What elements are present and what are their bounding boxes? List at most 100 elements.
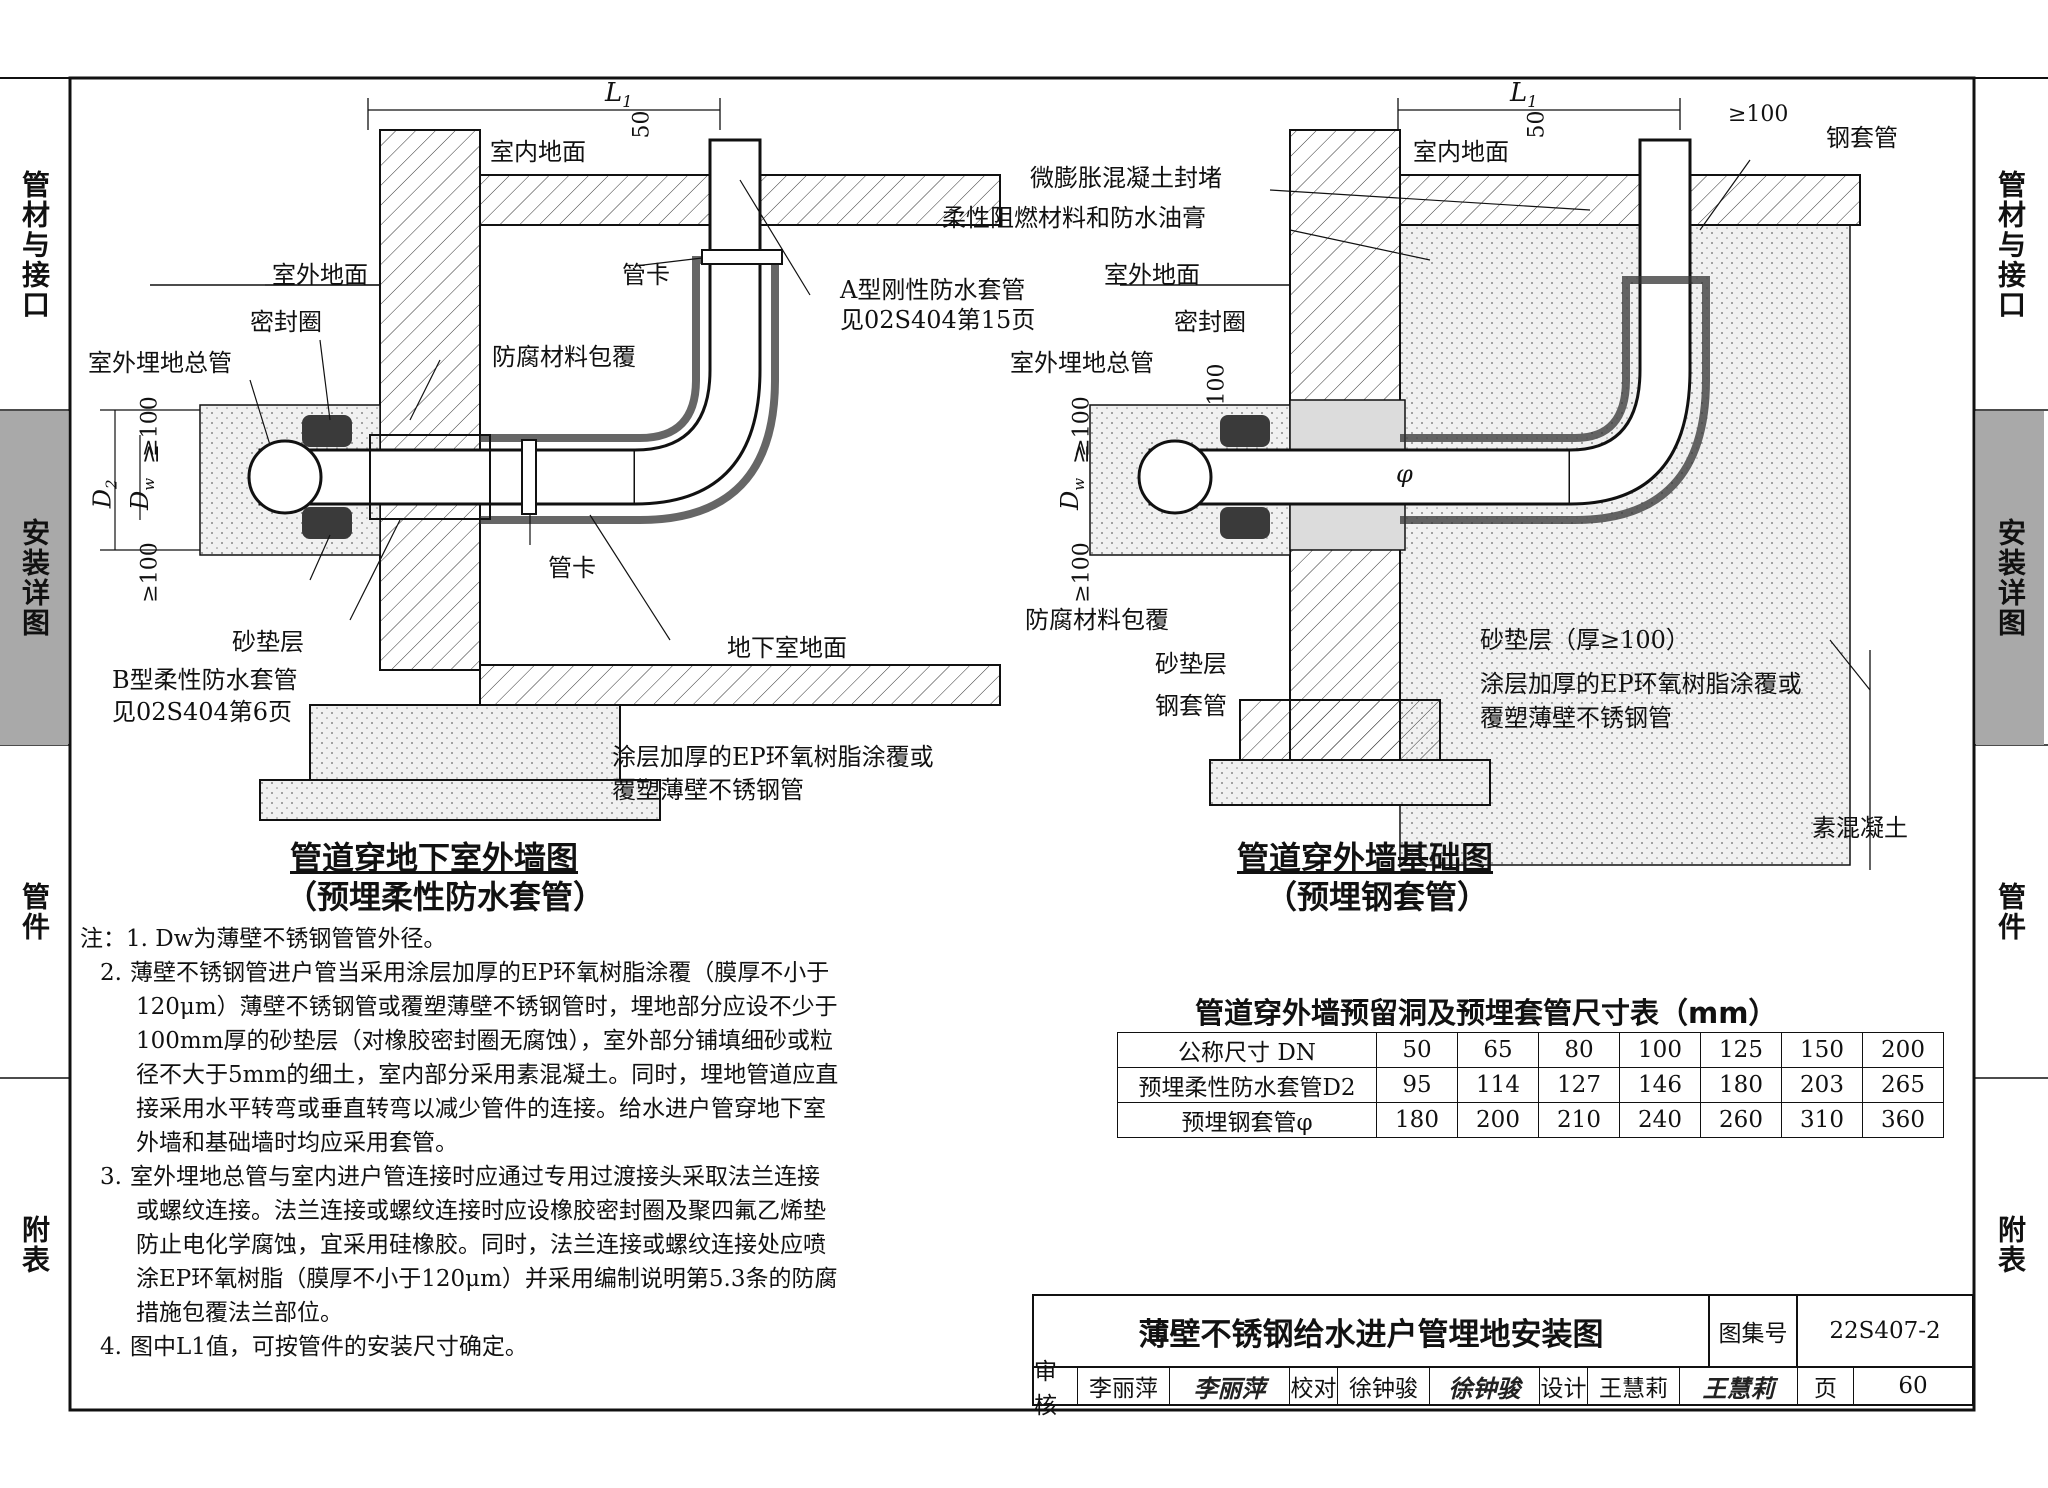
note-4: 4.图中L1值，可按管件的安装尺寸确定。 <box>80 1330 1020 1364</box>
table-header-cell: 预埋钢套管φ <box>1117 1102 1377 1138</box>
table-cell: 203 <box>1781 1067 1863 1103</box>
side-tab-label: 管件 <box>18 882 51 942</box>
left-dim-ge100-bottom: ≥100 <box>137 542 163 603</box>
indoor-floor-slab-right <box>1399 174 1861 226</box>
basement-floor-slab <box>479 664 1001 706</box>
size-table-title: 管道穿外墙预留洞及预埋套管尺寸表（mm） <box>1195 996 1778 1030</box>
checker-name: 徐钟骏 <box>1338 1368 1430 1404</box>
note-2: 2. 薄壁不锈钢管进户管当采用涂层加厚的EP环氧树脂涂覆（膜厚不小于 <box>80 956 1020 990</box>
atlas-number: 22S407-2 <box>1798 1296 1972 1368</box>
side-tab-label: 安装详图 <box>1994 518 2027 638</box>
note-3: 3.室外埋地总管与室内进户管连接时应通过专用过渡接头采取法兰连接 <box>80 1160 1020 1194</box>
table-cell: 180 <box>1700 1067 1782 1103</box>
right-dim-50: 50 <box>1524 110 1550 139</box>
left-label-seal-ring: 密封圈 <box>250 308 322 336</box>
side-tab-left-pipe-materials[interactable]: 管材与接口 <box>0 80 68 410</box>
left-dim-dw: Dw <box>126 477 158 510</box>
right-label-steel-sleeve: 钢套管 <box>1826 124 1898 152</box>
table-cell: 50 <box>1376 1032 1458 1068</box>
left-label-indoor-floor: 室内地面 <box>490 138 586 166</box>
right-dim-ge100-top-left: ≥100 <box>1069 396 1095 457</box>
right-label-steel-sleeve-2: 钢套管 <box>1155 692 1227 720</box>
note-2-line: 100mm厚的砂垫层（对橡胶密封圈无腐蚀），室外部分铺填细砂或粒 <box>136 1028 834 1054</box>
left-label-a-sleeve-1: A型刚性防水套管 <box>840 276 1026 304</box>
side-tab-label: 管件 <box>1994 882 2027 942</box>
reviewer-signature: 李丽萍 <box>1170 1368 1290 1404</box>
note-2-line: 接采用水平转弯或垂直转弯以减少管件的连接。给水进户管穿地下室 <box>136 1096 826 1122</box>
left-label-coating-1: 涂层加厚的EP环氧树脂涂覆或 <box>612 743 934 771</box>
notes-block: 注：1. Dw为薄壁不锈钢管管外径。 2.薄壁不锈钢管进户管当采用涂层加厚的EP… <box>80 922 1020 1364</box>
table-cell: 114 <box>1457 1067 1539 1103</box>
table-cell: 200 <box>1862 1032 1944 1068</box>
notes-prefix: 注： <box>80 926 126 952</box>
side-tab-right-install-details[interactable]: 安装详图 <box>1976 411 2044 745</box>
left-caption-sub: （预埋柔性防水套管） <box>285 878 606 916</box>
right-section-drawing <box>1089 98 1871 870</box>
left-label-anticorrosion-wrap: 防腐材料包覆 <box>492 343 636 371</box>
note-2-line: 120μm）薄壁不锈钢管或覆塑薄壁不锈钢管时，埋地部分应设不少于 <box>136 994 838 1020</box>
note-3-line: 措施包覆法兰部位。 <box>136 1300 343 1326</box>
note-3-line: 涂EP环氧树脂（膜厚不小于120μm）并采用编制说明第5.3条的防腐 <box>136 1266 838 1292</box>
side-tab-label: 附表 <box>1994 1214 2027 1275</box>
left-label-basement-floor: 地下室地面 <box>727 634 847 662</box>
table-cell: 260 <box>1700 1102 1782 1138</box>
side-tab-left-install-details[interactable]: 安装详图 <box>0 411 68 745</box>
check-label: 校对 <box>1290 1368 1338 1404</box>
right-label-outdoor-ground: 室外地面 <box>1104 261 1200 289</box>
atlas-label: 图集号 <box>1710 1296 1798 1368</box>
pipe-clamp-vertical <box>701 249 783 265</box>
right-caption-main: 管道穿外墙基础图 <box>1237 839 1494 877</box>
side-tab-right-appendix[interactable]: 附表 <box>1976 1079 2044 1410</box>
size-table: 公称尺寸 DN 50 65 80 100 125 150 200 预埋柔性防水套… <box>1117 1032 1944 1138</box>
side-tab-left-fittings[interactable]: 管件 <box>0 746 68 1078</box>
table-cell: 146 <box>1619 1067 1701 1103</box>
note-3-line: 或螺纹连接。法兰连接或螺纹连接时应设橡胶密封圈及聚四氟乙烯垫 <box>136 1198 826 1224</box>
review-label: 审核 <box>1034 1359 1078 1419</box>
table-cell: 200 <box>1457 1102 1539 1138</box>
right-dim-100: 100 <box>1204 363 1230 406</box>
note-3-line: 防止电化学腐蚀，宜采用硅橡胶。同时，法兰连接或螺纹连接处应喷 <box>136 1232 826 1258</box>
left-dim-50: 50 <box>629 110 655 139</box>
note-num: 2. <box>100 960 122 986</box>
side-tab-label: 管材与接口 <box>18 170 51 320</box>
table-cell: 240 <box>1619 1102 1701 1138</box>
side-tab-label: 安装详图 <box>18 518 51 638</box>
table-cell: 150 <box>1781 1032 1863 1068</box>
left-label-pipe-clamp-bottom: 管卡 <box>548 554 596 582</box>
left-label-b-sleeve-1: B型柔性防水套管 <box>112 666 298 694</box>
left-label-coating-2: 覆塑薄壁不锈钢管 <box>612 776 804 804</box>
note-2-line: 外墙和基础墙时均应采用套管。 <box>136 1130 458 1156</box>
table-cell: 100 <box>1619 1032 1701 1068</box>
side-tab-left-appendix[interactable]: 附表 <box>0 1079 68 1410</box>
table-cell: 127 <box>1538 1067 1620 1103</box>
right-label-sand-cushion-thick: 砂垫层（厚≥100） <box>1480 626 1690 654</box>
left-caption-main: 管道穿地下室外墙图 <box>290 839 579 877</box>
side-tab-right-fittings[interactable]: 管件 <box>1976 746 2044 1078</box>
right-dim-dw: Dw <box>1056 477 1088 510</box>
outdoor-main-pipe <box>247 439 323 515</box>
right-label-indoor-floor: 室内地面 <box>1413 138 1509 166</box>
side-tab-right-pipe-materials[interactable]: 管材与接口 <box>1976 80 2044 410</box>
table-cell: 265 <box>1862 1067 1944 1103</box>
designer-signature: 王慧莉 <box>1680 1368 1798 1404</box>
right-label-coating-1: 涂层加厚的EP环氧树脂涂覆或 <box>1480 670 1802 698</box>
design-label: 设计 <box>1540 1368 1588 1404</box>
right-caption-sub: （预埋钢套管） <box>1265 878 1490 916</box>
left-section-drawing <box>100 98 1001 821</box>
left-label-b-sleeve-2: 见02S404第6页 <box>112 698 293 726</box>
note-2-line: 径不大于5mm的细土，室内部分采用素混凝土。同时，埋地管道应直 <box>136 1062 839 1088</box>
table-row: 预埋钢套管φ 180 200 210 240 260 310 360 <box>1117 1102 1944 1138</box>
left-dim-l1: L1 <box>605 78 633 112</box>
pipe-clamp-horizontal <box>521 439 537 515</box>
right-dim-ge100-bottom: ≥100 <box>1069 542 1095 603</box>
right-label-micro-expansion: 微膨胀混凝土封堵 <box>1030 164 1222 192</box>
table-cell: 180 <box>1376 1102 1458 1138</box>
note-text: 薄壁不锈钢管进户管当采用涂层加厚的EP环氧树脂涂覆（膜厚不小于 <box>129 960 830 986</box>
right-dim-ge100-top: ≥100 <box>1728 102 1789 127</box>
note-text: 图中L1值，可按管件的安装尺寸确定。 <box>129 1334 528 1360</box>
note-text: Dw为薄壁不锈钢管管外径。 <box>155 926 447 952</box>
reviewer-name: 李丽萍 <box>1078 1368 1170 1404</box>
left-dim-ge100-top: ≥100 <box>137 396 163 457</box>
left-label-a-sleeve-2: 见02S404第15页 <box>840 306 1036 334</box>
